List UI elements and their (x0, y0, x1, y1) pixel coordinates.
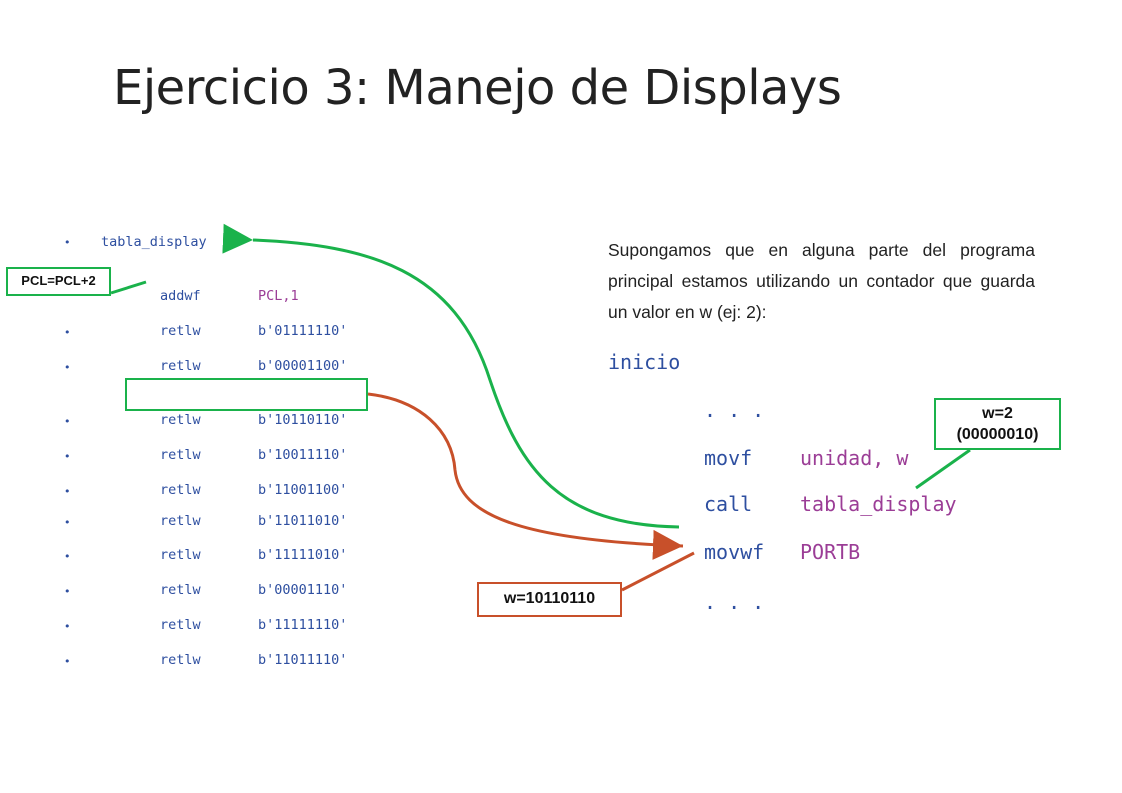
table-row-op: retlw (160, 358, 201, 374)
pcl-connector (110, 280, 147, 295)
table-row-arg: b'01111110' (258, 323, 348, 339)
w-input-line2: (00000010) (956, 426, 1039, 443)
program-arg: PORTB (800, 540, 861, 564)
table-row-arg: b'10110110' (258, 412, 348, 428)
table-row-arg: b'11111110' (258, 617, 348, 633)
bullet: • (64, 585, 71, 598)
table-row-op: retlw (160, 652, 201, 668)
program-dots: . . . (704, 398, 765, 422)
table-row-op: retlw (160, 582, 201, 598)
addwf-arg: PCL,1 (258, 288, 299, 304)
bullet: • (64, 516, 71, 529)
table-row-op: retlw (160, 323, 201, 339)
return-arrow (367, 392, 684, 560)
table-row-arg: b'11011110' (258, 652, 348, 668)
bullet: • (64, 236, 71, 249)
table-row-arg: b'11001100' (258, 482, 348, 498)
table-row-arg: b'00001100' (258, 358, 348, 374)
pcl-callout: PCL=PCL+2 (6, 267, 111, 296)
table-row-arg: b'11111010' (258, 547, 348, 563)
bullet: • (64, 326, 71, 339)
w-input-connector (915, 448, 971, 490)
bullet: • (64, 620, 71, 633)
w-output-callout: w=10110110 (477, 582, 622, 617)
highlight-box (125, 378, 368, 411)
w-output-connector (621, 551, 695, 592)
program-op: call (704, 492, 753, 516)
table-row-op: retlw (160, 513, 201, 529)
pcl-callout-text: PCL=PCL+2 (21, 273, 96, 288)
addwf-op: addwf (160, 288, 201, 304)
bullet: • (64, 415, 71, 428)
program-label: inicio (608, 350, 681, 374)
table-row-arg: b'10011110' (258, 447, 348, 463)
call-arrow (222, 223, 680, 529)
table-row-arg: b'11011010' (258, 513, 348, 529)
table-row-op: retlw (160, 482, 201, 498)
bullet: • (64, 450, 71, 463)
w-input-callout: w=2 (00000010) (934, 398, 1061, 450)
w-input-line1: w=2 (982, 405, 1013, 422)
w-output-text: w=10110110 (503, 590, 596, 607)
program-op: movf (704, 446, 753, 470)
bullet: • (64, 361, 71, 374)
bullet: • (64, 550, 71, 563)
table-label: tabla_display (101, 234, 207, 250)
slide-title: Ejercicio 3: Manejo de Displays (113, 60, 842, 116)
table-row-op: retlw (160, 412, 201, 428)
bullet: • (64, 655, 71, 668)
program-arg: tabla_display (800, 492, 957, 516)
program-dots-end: . . . (704, 590, 765, 614)
program-op: movwf (704, 540, 765, 564)
description-text: Supongamos que en alguna parte del progr… (608, 240, 1035, 322)
table-row-arg: b'00001110' (258, 582, 348, 598)
table-row-op: retlw (160, 617, 201, 633)
table-row-op: retlw (160, 447, 201, 463)
program-arg: unidad, w (800, 446, 909, 470)
table-row-op: retlw (160, 547, 201, 563)
bullet: • (64, 485, 71, 498)
